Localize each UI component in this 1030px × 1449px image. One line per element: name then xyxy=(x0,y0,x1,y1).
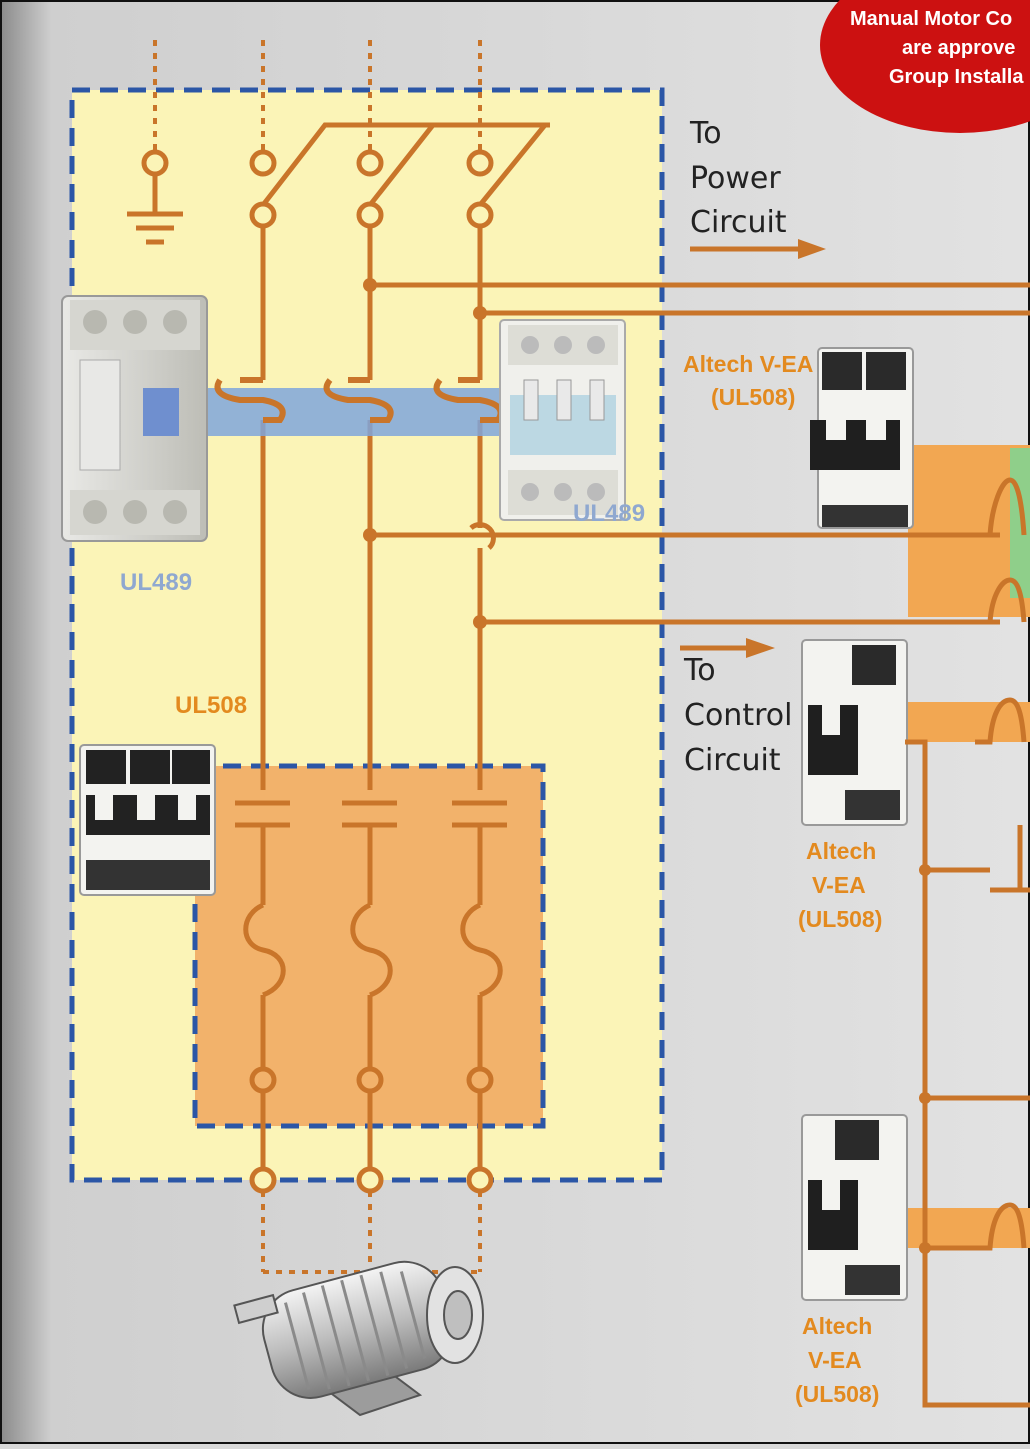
altech-mid-label-3: (UL508) xyxy=(798,906,882,932)
to-power-label-3: Circuit xyxy=(690,205,787,240)
ul489-miniature-breaker-image xyxy=(499,319,626,521)
approval-badge: Manual Motor Co are approve Group Instal… xyxy=(820,0,1030,133)
overload-heaters xyxy=(243,902,503,1070)
power-circuit-taps xyxy=(370,282,1030,625)
disconnect-terminals xyxy=(249,149,494,229)
main-conductors xyxy=(260,226,496,790)
ul508-left-label: UL508 xyxy=(175,692,247,719)
molded-case-breaker-image xyxy=(61,295,208,542)
to-control-label-1: To xyxy=(683,653,716,688)
to-control-label-2: Control xyxy=(684,698,792,733)
ground-icon xyxy=(127,149,183,245)
altech-mid-label-2: V-EA xyxy=(812,872,866,898)
control-circuit-wiring xyxy=(905,477,1030,1408)
altech-top-label-1: Altech V-EA xyxy=(683,351,813,377)
badge-line-3: Group Installa xyxy=(889,66,1024,88)
to-control-label-3: Circuit xyxy=(684,743,781,778)
altech-vea-2pole-image xyxy=(810,347,914,529)
to-control-arrow-icon xyxy=(680,638,775,658)
altech-mid-label-1: Altech xyxy=(806,838,876,864)
incoming-supply-lines xyxy=(153,40,482,150)
badge-line-2: are approve xyxy=(902,37,1015,59)
ul489-right-label: UL489 xyxy=(573,500,645,527)
green-contact-strip xyxy=(1010,448,1030,598)
junction-dots xyxy=(363,278,487,629)
altech-top-label-2: (UL508) xyxy=(711,384,795,410)
altech-bottom-label-1: Altech xyxy=(802,1313,872,1339)
control-band-mid xyxy=(905,702,1030,742)
altech-bottom-label-3: (UL508) xyxy=(795,1381,879,1407)
to-power-label-1: To xyxy=(689,116,722,151)
disconnect-switch-blades xyxy=(261,122,550,207)
to-power-label-2: Power xyxy=(690,161,781,196)
lower-conductors xyxy=(260,1091,483,1168)
to-power-arrow-icon xyxy=(690,239,826,259)
ul489-left-label: UL489 xyxy=(120,569,192,596)
ul508-motor-controller-image xyxy=(79,744,216,896)
motor-terminals xyxy=(249,1166,494,1194)
motor-icon xyxy=(233,1260,484,1417)
altech-bottom-label-2: V-EA xyxy=(808,1347,862,1373)
altech-vea-1pole-bottom-image xyxy=(801,1114,908,1301)
altech-vea-1pole-mid-image xyxy=(801,639,908,826)
control-band-top xyxy=(908,445,1030,617)
contactor-contacts xyxy=(235,800,507,905)
control-junction-dots xyxy=(919,864,931,1254)
badge-line-1: Manual Motor Co xyxy=(850,8,1012,30)
